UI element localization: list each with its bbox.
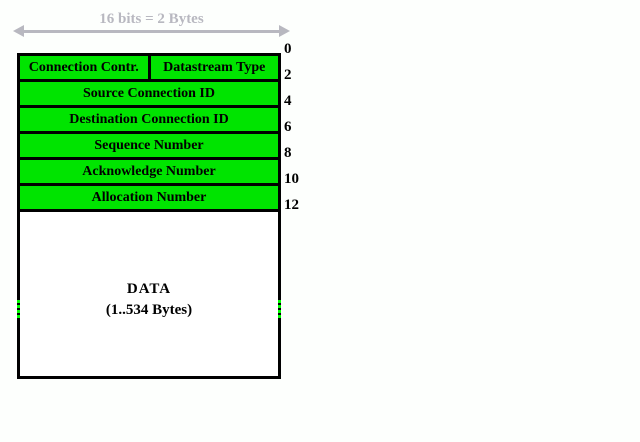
- data-section-title: DATA: [126, 281, 172, 297]
- arrow-right-head-icon: [279, 25, 290, 37]
- byte-offset-label: 8: [284, 145, 292, 161]
- arrow-shaft: [21, 30, 282, 33]
- header-field-label: Source Connection ID: [83, 85, 215, 101]
- bits-ruler-arrow: [13, 24, 290, 40]
- byte-offset-label: 12: [284, 197, 299, 213]
- header-field-label: Acknowledge Number: [82, 163, 216, 179]
- header-field-label: Destination Connection ID: [69, 111, 229, 127]
- byte-offset-label: 0: [284, 41, 292, 57]
- header-field-row: Destination Connection ID: [20, 108, 278, 134]
- header-field-row: Allocation Number: [20, 186, 278, 212]
- tear-mark-left-icon: [17, 300, 20, 318]
- data-section-size: (1..534 Bytes): [105, 302, 193, 318]
- header-field-label: Connection Contr.: [28, 59, 139, 75]
- byte-offset-label: 10: [284, 171, 299, 187]
- byte-offset-label: 4: [284, 93, 292, 109]
- arrow-left-head-icon: [13, 25, 24, 37]
- tear-mark-right-icon: [278, 300, 281, 318]
- byte-offset-label: 2: [284, 67, 292, 83]
- header-field-label: Sequence Number: [94, 137, 204, 153]
- header-field-label: Datastream Type: [147, 56, 279, 79]
- header-field-row: Source Connection ID: [20, 82, 278, 108]
- data-section: DATA (1..534 Bytes): [17, 212, 281, 376]
- bits-ruler-label: 16 bits = 2 Bytes: [99, 11, 204, 27]
- byte-offset-label: 6: [284, 119, 292, 135]
- header-field-row: Acknowledge Number: [20, 160, 278, 186]
- header-field-row: Sequence Number: [20, 134, 278, 160]
- header-field-label: Allocation Number: [91, 189, 207, 205]
- header-field-row: Connection Contr. Datastream Type: [20, 56, 278, 82]
